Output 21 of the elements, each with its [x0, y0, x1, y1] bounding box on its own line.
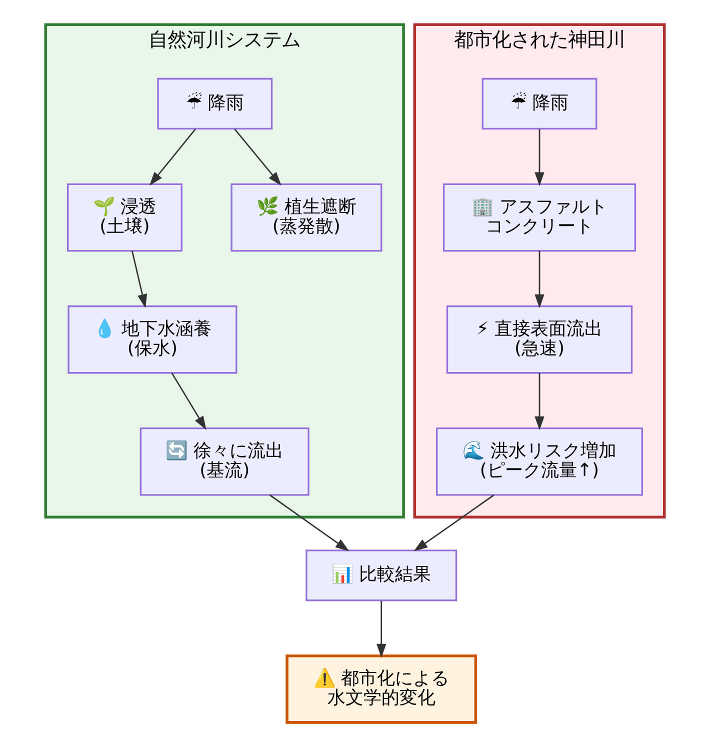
arrow	[270, 494, 350, 552]
arrow	[234, 128, 282, 186]
node-box: ⚡ 直接表面流出 (急速)	[446, 305, 633, 374]
arrow	[171, 372, 206, 430]
arrow	[376, 600, 386, 658]
arrow	[414, 494, 494, 552]
node-box: 🌱 浸透 (土壌)	[67, 183, 182, 252]
arrow	[149, 128, 196, 186]
node-box: 🌿 植生遮断 (蒸発散)	[230, 183, 382, 252]
node-box: ☔ 降雨	[482, 78, 598, 130]
arrow	[534, 372, 544, 430]
node-box: 📊 比較結果	[306, 550, 458, 602]
arrow	[534, 250, 544, 308]
node-box: 🏢 アスファルト コンクリート	[442, 183, 636, 252]
node-box: ☔ 降雨	[157, 78, 273, 130]
node-box: 🌊 洪水リスク増加 (ピーク流量↑)	[436, 428, 643, 496]
arrow	[534, 129, 544, 186]
arrow	[131, 250, 148, 308]
node-box: 🔄 徐々に流出 (基流)	[140, 428, 310, 496]
node-box: 💧 地下水涵養 (保水)	[68, 305, 238, 374]
node-box: ⚠ 都市化による 水文学的変化	[286, 654, 478, 724]
